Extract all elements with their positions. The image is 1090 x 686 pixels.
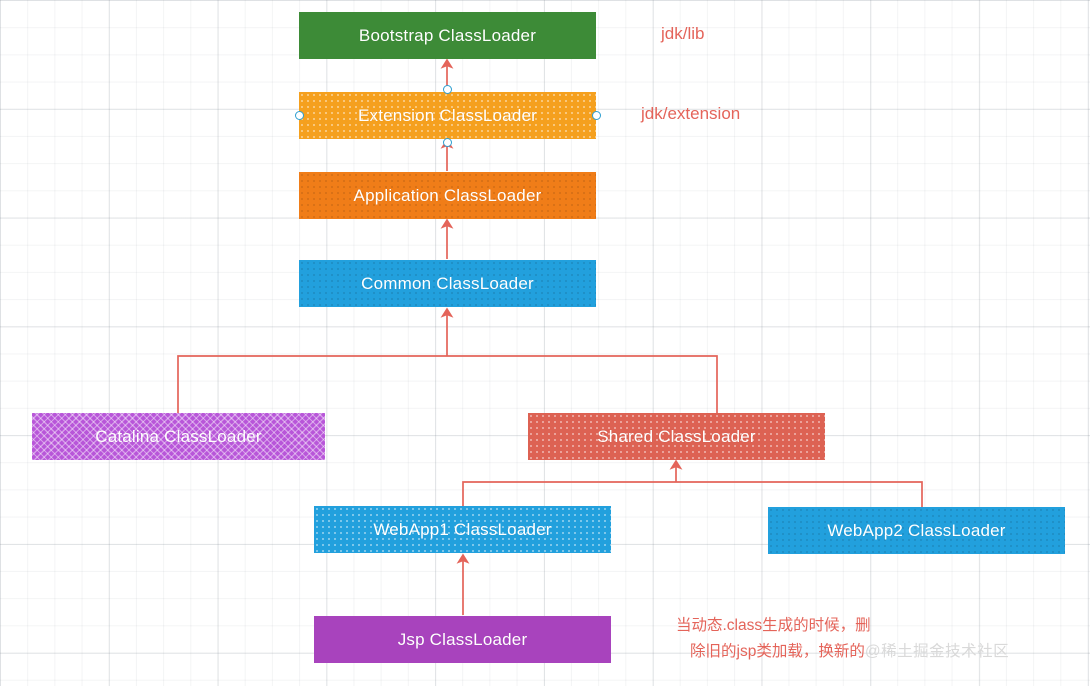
node-label: WebApp1 ClassLoader — [373, 519, 552, 539]
node-jsp-classloader[interactable]: Jsp ClassLoader — [314, 616, 611, 663]
node-label: Common ClassLoader — [361, 273, 534, 293]
annotation-line-1: 当动态.class生成的时候，删 — [676, 617, 871, 634]
node-label: Bootstrap ClassLoader — [358, 25, 537, 45]
node-label: Catalina ClassLoader — [95, 426, 262, 446]
node-shared-classloader[interactable]: Shared ClassLoader — [528, 413, 825, 460]
node-bootstrap-classloader[interactable]: Bootstrap ClassLoader — [299, 12, 596, 59]
resize-handle-left[interactable] — [294, 110, 304, 120]
resize-handle-right[interactable] — [591, 110, 601, 120]
node-label: Jsp ClassLoader — [397, 629, 528, 649]
node-label: WebApp2 ClassLoader — [827, 520, 1006, 540]
node-label: Shared ClassLoader — [597, 426, 756, 446]
node-common-classloader[interactable]: Common ClassLoader — [299, 260, 596, 307]
annotation-line-2-wrap: 除旧的jsp类加载，换新的@稀土掘金技术社区 — [676, 639, 1009, 665]
edge-webapps-to-shared — [462, 459, 923, 508]
resize-handle-bottom[interactable] — [442, 137, 452, 147]
node-webapp2-classloader[interactable]: WebApp2 ClassLoader — [768, 507, 1065, 554]
annotation-note: 当动态.class生成的时候，删 除旧的jsp类加载，换新的@稀土掘金技术社区 — [676, 613, 1009, 665]
resize-handle-top[interactable] — [442, 84, 452, 94]
node-label: Application ClassLoader — [353, 185, 542, 205]
node-webapp1-classloader[interactable]: WebApp1 ClassLoader — [314, 506, 611, 553]
label-jdk-extension: jdk/extension — [641, 104, 741, 123]
node-label: Extension ClassLoader — [357, 105, 538, 125]
node-catalina-classloader[interactable]: Catalina ClassLoader — [32, 413, 325, 460]
edge-catalina-shared-to-common — [177, 307, 718, 413]
label-jdk-lib: jdk/lib — [661, 24, 705, 43]
node-application-classloader[interactable]: Application ClassLoader — [299, 172, 596, 219]
node-extension-classloader[interactable]: Extension ClassLoader — [299, 92, 596, 139]
annotation-line-2: 除旧的jsp类加载，换新的 — [690, 643, 865, 660]
watermark-text: @稀土掘金技术社区 — [864, 643, 1010, 660]
